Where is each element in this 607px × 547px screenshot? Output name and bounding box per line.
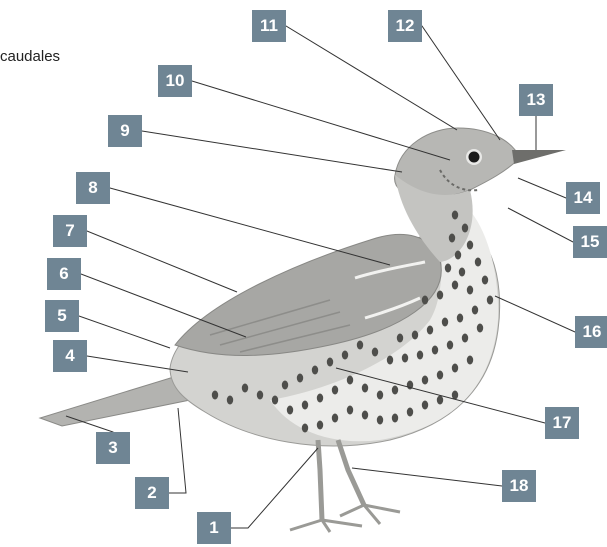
bird-toes-left — [290, 520, 362, 532]
breast-spot — [459, 268, 465, 277]
bird-eye-pupil — [469, 152, 480, 163]
breast-spot — [427, 326, 433, 335]
breast-spot — [362, 384, 368, 393]
caption-text: caudales — [0, 48, 60, 65]
breast-spot — [437, 291, 443, 300]
label-box-13: 13 — [519, 84, 553, 116]
breast-spot — [302, 424, 308, 433]
label-box-4: 4 — [53, 340, 87, 372]
breast-spot — [437, 396, 443, 405]
label-box-9: 9 — [108, 115, 142, 147]
bird-leg-left — [318, 440, 322, 520]
breast-spot — [212, 391, 218, 400]
breast-spot — [417, 351, 423, 360]
leader-line-12 — [405, 26, 500, 140]
label-box-3: 3 — [96, 432, 130, 464]
breast-spot — [342, 351, 348, 360]
breast-spot — [377, 391, 383, 400]
breast-spot — [312, 366, 318, 375]
label-box-11: 11 — [252, 10, 286, 42]
breast-spot — [332, 386, 338, 395]
breast-spot — [357, 341, 363, 350]
breast-spot — [472, 306, 478, 315]
label-box-14: 14 — [566, 182, 600, 214]
breast-spot — [422, 296, 428, 305]
breast-spot — [462, 224, 468, 233]
breast-spot — [282, 381, 288, 390]
breast-spot — [482, 276, 488, 285]
breast-spot — [457, 314, 463, 323]
breast-spot — [407, 408, 413, 417]
breast-spot — [422, 376, 428, 385]
breast-spot — [327, 358, 333, 367]
breast-spot — [242, 384, 248, 393]
breast-spot — [227, 396, 233, 405]
breast-spot — [447, 341, 453, 350]
leader-line-9 — [125, 131, 402, 172]
breast-spot — [377, 416, 383, 425]
breast-spot — [467, 356, 473, 365]
breast-spot — [452, 211, 458, 220]
breast-spot — [302, 401, 308, 410]
breast-spot — [467, 286, 473, 295]
leader-line-18 — [352, 468, 519, 486]
label-box-1: 1 — [197, 512, 231, 544]
label-box-12: 12 — [388, 10, 422, 42]
breast-spot — [387, 356, 393, 365]
breast-spot — [422, 401, 428, 410]
bird-leg-right — [338, 440, 364, 505]
breast-spot — [437, 371, 443, 380]
label-box-2: 2 — [135, 477, 169, 509]
breast-spot — [452, 281, 458, 290]
label-box-17: 17 — [545, 407, 579, 439]
breast-spot — [297, 374, 303, 383]
label-box-18: 18 — [502, 470, 536, 502]
breast-spot — [445, 264, 451, 273]
breast-spot — [432, 346, 438, 355]
label-box-10: 10 — [158, 65, 192, 97]
breast-spot — [287, 406, 293, 415]
breast-spot — [477, 324, 483, 333]
breast-spot — [452, 391, 458, 400]
label-box-5: 5 — [45, 300, 79, 332]
breast-spot — [442, 318, 448, 327]
breast-spot — [317, 394, 323, 403]
label-box-16: 16 — [575, 316, 607, 348]
breast-spot — [362, 411, 368, 420]
breast-spot — [475, 258, 481, 267]
bird-toes-right — [340, 505, 400, 524]
label-box-7: 7 — [53, 215, 87, 247]
leader-line-11 — [269, 26, 457, 130]
label-box-8: 8 — [76, 172, 110, 204]
breast-spot — [317, 421, 323, 430]
breast-spot — [332, 414, 338, 423]
breast-spot — [372, 348, 378, 357]
breast-spot — [462, 334, 468, 343]
breast-spot — [347, 406, 353, 415]
breast-spot — [402, 354, 408, 363]
breast-spot — [467, 241, 473, 250]
breast-spot — [452, 364, 458, 373]
breast-spot — [397, 334, 403, 343]
breast-spot — [392, 386, 398, 395]
label-box-6: 6 — [47, 258, 81, 290]
breast-spot — [449, 234, 455, 243]
bird-beak — [512, 150, 566, 164]
breast-spot — [487, 296, 493, 305]
breast-spot — [272, 396, 278, 405]
breast-spot — [257, 391, 263, 400]
breast-spot — [392, 414, 398, 423]
breast-spot — [347, 376, 353, 385]
breast-spot — [455, 251, 461, 260]
breast-spot — [412, 331, 418, 340]
label-box-15: 15 — [573, 226, 607, 258]
leader-line-7 — [70, 231, 237, 292]
